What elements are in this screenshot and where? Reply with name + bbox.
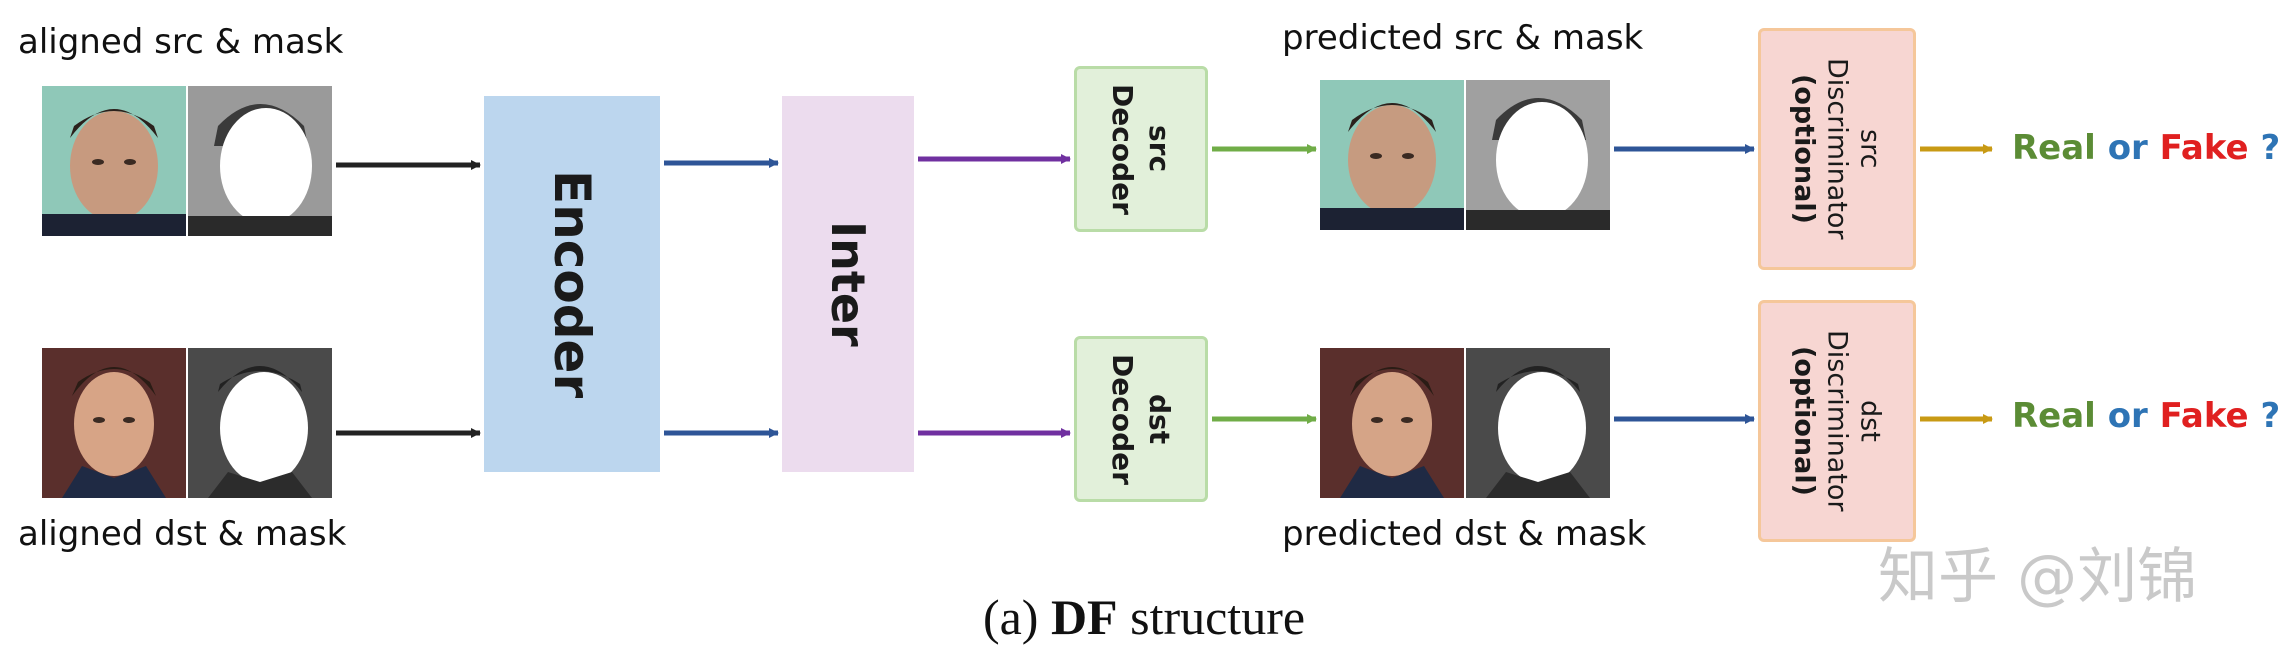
dst-or-text: or <box>2107 396 2148 436</box>
caption-bold: DF <box>1050 589 1118 645</box>
aligned-src-label: aligned src & mask <box>18 22 344 62</box>
inter-block: Inter <box>782 96 914 472</box>
dst-real-or-fake: Real or Fake ? <box>2012 396 2280 436</box>
aligned-dst-label: aligned dst & mask <box>18 514 347 554</box>
predicted-dst-face-image <box>1320 348 1464 498</box>
encoder-block: Encoder <box>484 96 660 472</box>
src-decoder-label-line1: src <box>1143 125 1176 173</box>
predicted-dst-label: predicted dst & mask <box>1282 514 1647 554</box>
inter-label: Inter <box>821 221 875 347</box>
src-discriminator-label-line1: src <box>1854 129 1886 169</box>
src-discriminator-label-line3: (optional) <box>1788 74 1820 224</box>
aligned-src-mask-image <box>188 86 332 236</box>
dst-question-mark: ? <box>2260 396 2281 436</box>
dst-real-text: Real <box>2012 396 2096 436</box>
src-question-mark: ? <box>2260 128 2281 168</box>
dst-discriminator-label-line2: Discriminator <box>1821 330 1853 512</box>
src-real-or-fake: Real or Fake ? <box>2012 128 2280 168</box>
dst-fake-text: Fake <box>2159 396 2249 436</box>
src-real-text: Real <box>2012 128 2096 168</box>
figure-caption: (a) DF structure <box>0 588 2288 646</box>
src-or-text: or <box>2107 128 2148 168</box>
caption-prefix: (a) <box>982 589 1039 645</box>
src-discriminator-label-line2: Discriminator <box>1821 58 1853 240</box>
src-decoder-label-line2: Decoder <box>1106 83 1139 215</box>
encoder-label: Encoder <box>543 169 601 399</box>
src-discriminator-block: src Discriminator (optional) <box>1758 28 1916 270</box>
dst-discriminator-label-line3: (optional) <box>1788 346 1820 496</box>
predicted-src-face-image <box>1320 80 1464 230</box>
dst-decoder-block: dst Decoder <box>1074 336 1208 502</box>
src-fake-text: Fake <box>2159 128 2249 168</box>
dst-decoder-label-line2: Decoder <box>1106 353 1139 485</box>
aligned-dst-mask-image <box>188 348 332 498</box>
aligned-src-face-image <box>42 86 186 236</box>
predicted-dst-mask-image <box>1466 348 1610 498</box>
caption-suffix: structure <box>1130 589 1306 645</box>
watermark: 知乎 @刘锦 <box>1878 542 2198 612</box>
src-decoder-block: src Decoder <box>1074 66 1208 232</box>
dst-discriminator-block: dst Discriminator (optional) <box>1758 300 1916 542</box>
dst-discriminator-label-line1: dst <box>1854 400 1886 442</box>
predicted-src-mask-image <box>1466 80 1610 230</box>
predicted-src-label: predicted src & mask <box>1282 18 1644 58</box>
dst-decoder-label-line1: dst <box>1143 393 1176 445</box>
aligned-dst-face-image <box>42 348 186 498</box>
